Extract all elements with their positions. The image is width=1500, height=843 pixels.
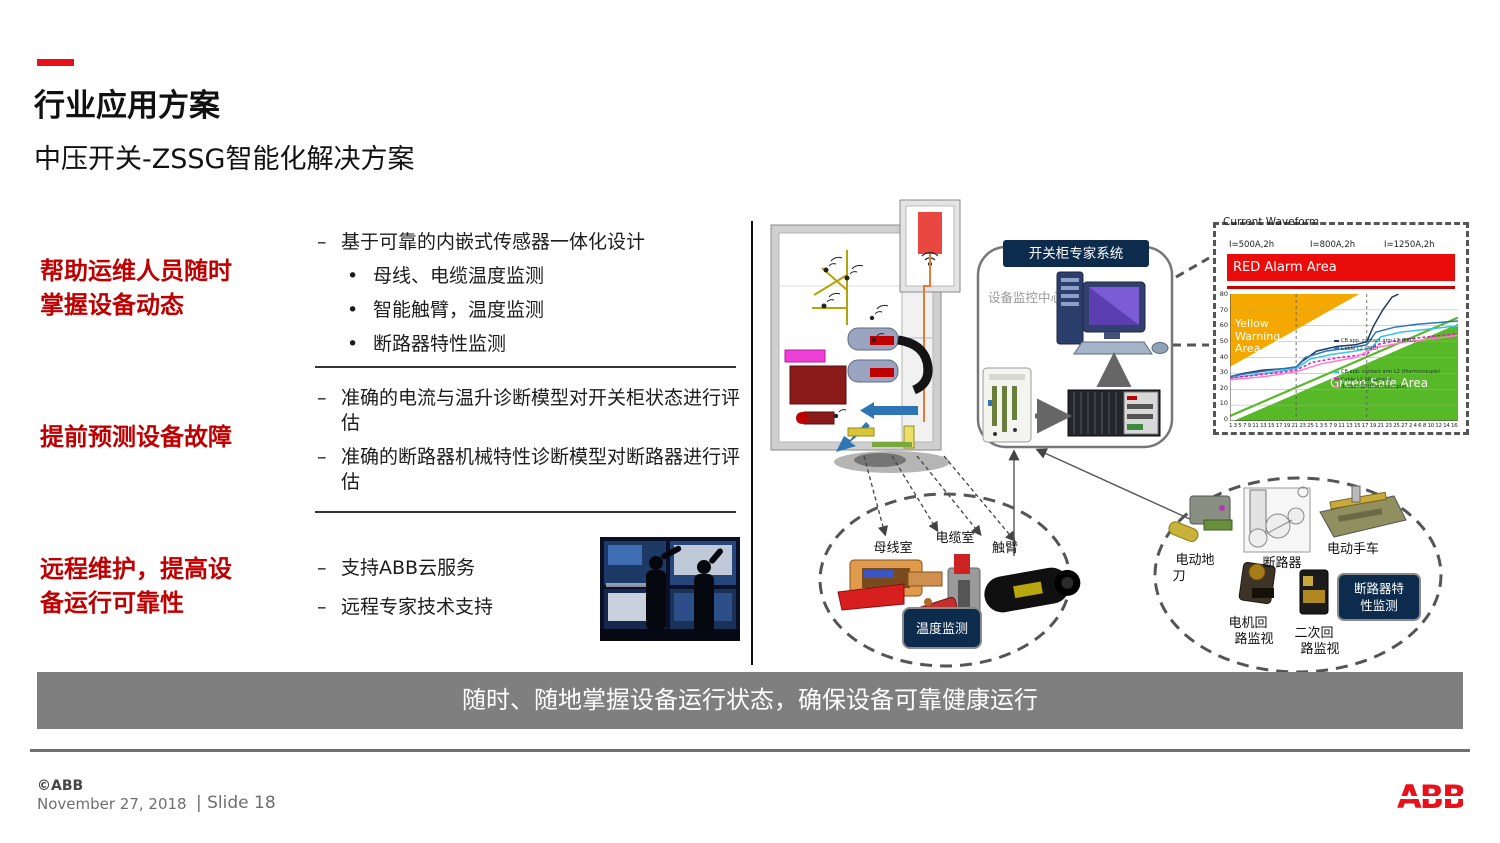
footer-date: November 27, 2018 [37,795,187,813]
red-alarm-label: RED Alarm Area [1233,260,1337,275]
legend-item: CB app. contact arm L2 (PRD) [1334,338,1456,346]
ytick: 70 [1219,305,1228,314]
temperature-trend-chart: Current Waveform I=500A,2h I=800A,2h I=1… [1213,216,1469,435]
current-label-1250: I=1250A,2h [1384,240,1435,250]
footer-rule [30,749,1470,752]
switchgear-cabinet-cutaway [770,199,961,473]
temperature-monitoring-group: 母线室 电缆室 触臂 温度监测 [818,492,1081,668]
contact-arm-component [984,567,1081,613]
breaker-monitoring-group: 电动地 刀 断路器 电动手车 电机回 路监视 二次回 路监视 断路器特 性监测 [1153,476,1443,674]
motor-circuit-component [1238,562,1276,605]
benefit-heading-1: 帮助运维人员随时掌握设备动态 [40,257,232,320]
bullet-subitem: 断路器特性监测 [315,332,740,357]
ytick: 60 [1219,321,1228,330]
badge-breaker-line2: 性监测 [1360,598,1398,613]
grounding-switch-component [1168,495,1233,542]
label-secondary-line2: 路监视 [1300,641,1339,657]
key-message-banner: 随时、随地掌握设备运行状态，确保设备可靠健康运行 [37,672,1463,729]
ytick: 40 [1219,352,1228,361]
bullet-item: 基于可靠的内嵌式传感器一体化设计 [315,230,740,255]
bullet-section-1: 基于可靠的内嵌式传感器一体化设计 母线、电缆温度监测 智能触臂，温度监测 断路器… [315,230,740,366]
label-motor-line1: 电机回 [1228,616,1267,631]
badge-temperature-monitoring: 温度监测 [916,621,968,637]
accent-dash [37,59,74,66]
bullet-item: 远程专家技术支持 [315,595,740,620]
bullet-item: 准确的电流与温升诊断模型对开关柜状态进行评估 [315,386,740,436]
chart-x-axis: 1 3 5 7 9 11 13 15 17 19 21 23 25 1 3 5 … [1229,423,1458,429]
solid-connectors [1008,448,1193,556]
section-divider [315,511,736,513]
dashed-links-to-chart [1142,256,1210,347]
benefit-heading-3: 远程维护，提高设备运行可靠性 [40,555,232,618]
label-contact-arm: 触臂 [992,541,1018,556]
bullet-section-3: 支持ABB云服务 远程专家技术支持 [315,556,740,629]
chart-legend: CB app. contact arm L2 (PRD) Cable L2 (P… [1334,338,1456,392]
page-title: 行业应用方案 [34,88,220,124]
red-alarm-band: RED Alarm Area [1227,254,1455,281]
label-truck: 电动手车 [1327,541,1379,557]
expert-system-title: 开关柜专家系统 [1029,245,1124,262]
chart-plot-svg [1229,288,1459,423]
section-divider [315,366,736,368]
legend-item: Cable L2 (PRD) [1334,346,1456,354]
current-label-800: I=800A,2h [1310,240,1356,250]
label-breaker: 断路器 [1262,555,1301,571]
busbar-component [837,559,943,611]
bullet-item: 准确的断路器机械特性诊断模型对断路器进行评估 [315,445,740,495]
label-ground-line1: 电动地 [1175,553,1214,568]
label-cable-room: 电缆室 [935,530,974,546]
yellow-zone-label: Yellow Warning Area [1235,317,1281,356]
label-busbar-room: 母线室 [873,540,912,556]
label-ground-line2: 刀 [1172,569,1185,584]
green-zone-label: Green Safe Area [1330,376,1429,390]
circuit-breaker-component [1243,486,1311,553]
ytick: 50 [1219,336,1228,345]
legend-item: CB app. contact arm L2 (thermocouple) [1334,369,1456,377]
vertical-divider [751,221,753,665]
label-secondary-line1: 二次回 [1294,625,1333,641]
red-threshold-line [1227,286,1455,289]
ytick: 10 [1219,399,1228,408]
legend-item: Busbar L2 (thermocouple) [1334,384,1456,392]
solution-diagram: 开关柜专家系统 设备监控中心 [770,199,1443,674]
monitor-center-label: 设备监控中心 [988,290,1064,305]
copyright-text: ©ABB [37,778,84,794]
legend-item: Cable L2 (IR sensor) [1334,377,1456,385]
control-room-photo [600,537,740,641]
slide-number: | Slide 18 [196,793,276,813]
expert-system-box: 开关柜专家系统 设备监控中心 [976,240,1174,449]
bullet-item: 支持ABB云服务 [315,556,740,581]
motor-truck-component [1319,485,1407,538]
ytick: 80 [1219,290,1228,298]
bullet-section-2: 准确的电流与温升诊断模型对开关柜状态进行评估 准确的断路器机械特性诊断模型对断路… [315,386,740,504]
benefit-heading-2: 提前预测设备故障 [40,423,232,451]
page-subtitle: 中压开关-ZSSG智能化解决方案 [34,144,415,175]
bullet-subitem: 母线、电缆温度监测 [315,264,740,289]
label-motor-line2: 路监视 [1234,631,1273,647]
ytick: 30 [1219,368,1228,377]
ytick: 20 [1219,383,1228,392]
secondary-circuit-component [1299,569,1329,615]
badge-breaker-line1: 断路器特 [1354,581,1404,596]
chart-title: Current Waveform [1223,216,1320,228]
bullet-subitem: 智能触臂，温度监测 [315,298,740,323]
chart-plot-area: Yellow Warning Area Green Safe Area CB a… [1229,288,1459,423]
abb-logo: ABB [1397,780,1463,814]
current-label-500: I=500A,2h [1229,240,1275,250]
chart-y-axis: 80 70 60 50 40 30 20 10 0 [1216,290,1228,423]
ytick: 0 [1223,415,1228,423]
